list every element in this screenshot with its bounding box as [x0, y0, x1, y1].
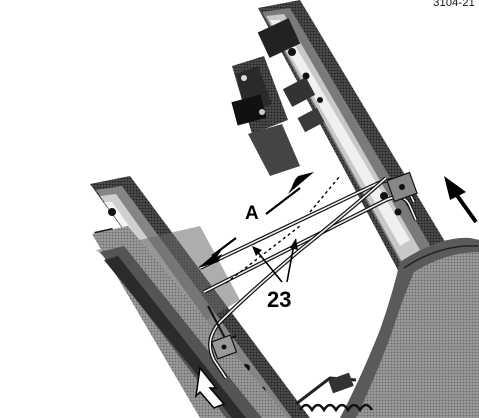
adjuster-mechanism-upper [231, 56, 300, 176]
lower-side-channel [92, 226, 288, 418]
direction-arrow-icon [194, 366, 226, 409]
dimension-arrow-icon [198, 246, 224, 268]
dimension-label-a: A [245, 203, 259, 224]
leader-lines-23 [252, 238, 298, 283]
tension-spring [295, 372, 374, 413]
dimension-line-a [211, 175, 341, 284]
right-seat-rail [257, 0, 479, 330]
release-bar-23 [199, 171, 418, 380]
seat-base-panel [340, 237, 479, 418]
figure-reference-code: 3104-21 [433, 0, 475, 9]
part-callout-23: 23 [267, 287, 292, 312]
dimension-arrow-icon [288, 172, 314, 194]
direction-arrow-icon [444, 176, 478, 224]
